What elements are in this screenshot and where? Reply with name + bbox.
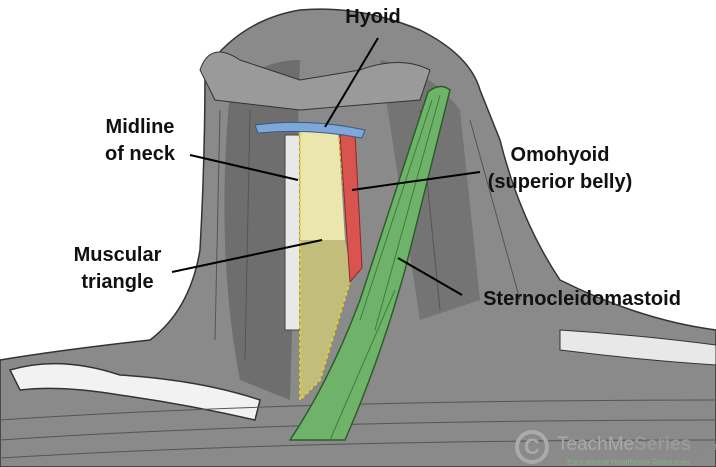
neck-shading	[380, 60, 480, 320]
logo-name: TeachMeSeries.com	[557, 434, 716, 456]
label-muscular-triangle: Muscular triangle	[60, 242, 175, 296]
midline-region	[300, 128, 345, 240]
logo-copyright-icon: C	[515, 430, 549, 464]
sternocleidomastoid-muscle	[288, 85, 451, 441]
neck-shading	[224, 60, 300, 400]
logo-domain: .com	[691, 439, 716, 453]
label-text: triangle	[81, 271, 154, 293]
label-omohyoid: Omohyoid (superior belly)	[480, 142, 640, 196]
clavicle-right	[559, 329, 716, 366]
logo-name-bold: Series	[634, 434, 692, 455]
logo-tagline: Educational Healthcare Resources	[567, 458, 691, 467]
label-text: Sternocleidomastoid	[483, 288, 681, 310]
clavicle	[8, 362, 261, 421]
label-text: Hyoid	[345, 6, 401, 28]
label-text: Midline	[105, 116, 175, 138]
trachea	[284, 134, 301, 331]
hyoid-bone	[254, 121, 366, 139]
muscular-triangle	[300, 240, 352, 400]
chin	[199, 51, 431, 111]
label-sternocleidomastoid: Sternocleidomastoid	[462, 286, 702, 313]
label-midline-of-neck: Midline of neck	[90, 114, 190, 168]
label-hyoid: Hyoid	[338, 4, 408, 31]
sternocleidomastoid-fibers	[329, 94, 441, 441]
label-text: (superior belly)	[487, 171, 633, 193]
label-text: Omohyoid	[510, 144, 610, 166]
teachmeseries-logo: C TeachMeSeries.com Educational Healthca…	[515, 430, 716, 467]
leader-lines	[171, 37, 481, 296]
label-text: Muscular	[73, 244, 162, 266]
logo-name-light: TeachMe	[557, 434, 635, 455]
label-text: of neck	[104, 143, 176, 165]
